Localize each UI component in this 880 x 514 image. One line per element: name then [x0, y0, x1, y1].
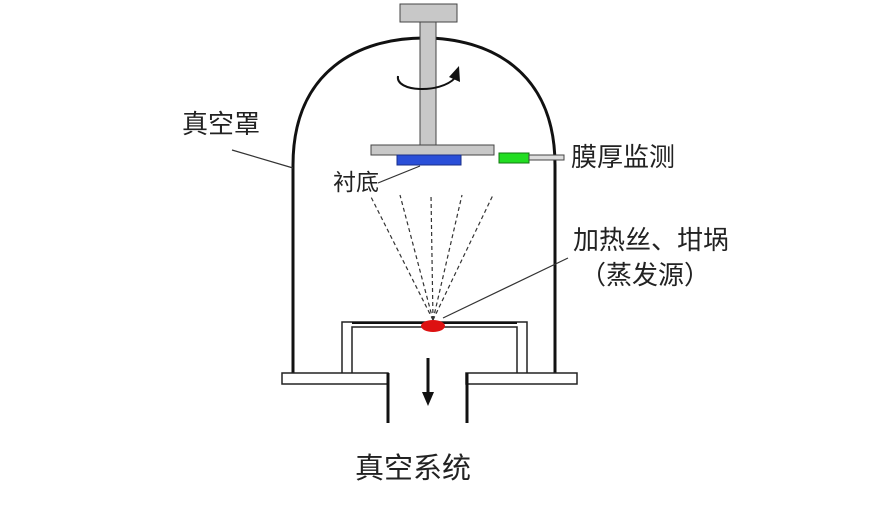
thickness-monitor-sensor [498, 152, 530, 164]
label-source-line2: （蒸发源） [580, 261, 711, 291]
substrate [396, 154, 462, 166]
rotation-arrowhead [449, 66, 460, 82]
pump-arrowhead [422, 392, 434, 406]
vapor-line [432, 194, 494, 321]
label-chamber: 真空罩 [182, 110, 261, 140]
vapor-line [399, 194, 434, 321]
substrate-leader [377, 165, 421, 184]
label-thickness-monitor: 膜厚监测 [571, 143, 676, 173]
label-vacuum-system: 真空系统 [355, 451, 472, 485]
vapor-line [430, 194, 434, 321]
base-plate-left [281, 372, 389, 385]
evaporation-source [421, 320, 445, 332]
label-substrate: 衬底 [333, 170, 379, 196]
chamber-leader [231, 149, 294, 169]
source-leader [442, 257, 569, 319]
vapor-line [369, 194, 434, 321]
base-plate-right [465, 372, 578, 385]
rotating-shaft [419, 21, 437, 147]
rotation-arrow-icon [396, 75, 456, 90]
substrate-holder [370, 144, 495, 156]
vapor-line [432, 194, 463, 321]
shaft-cap [399, 3, 458, 23]
label-source-line1: 加热丝、坩埚 [573, 226, 730, 256]
vapor-lines [369, 194, 494, 321]
thickness-monitor-rod [528, 154, 565, 161]
